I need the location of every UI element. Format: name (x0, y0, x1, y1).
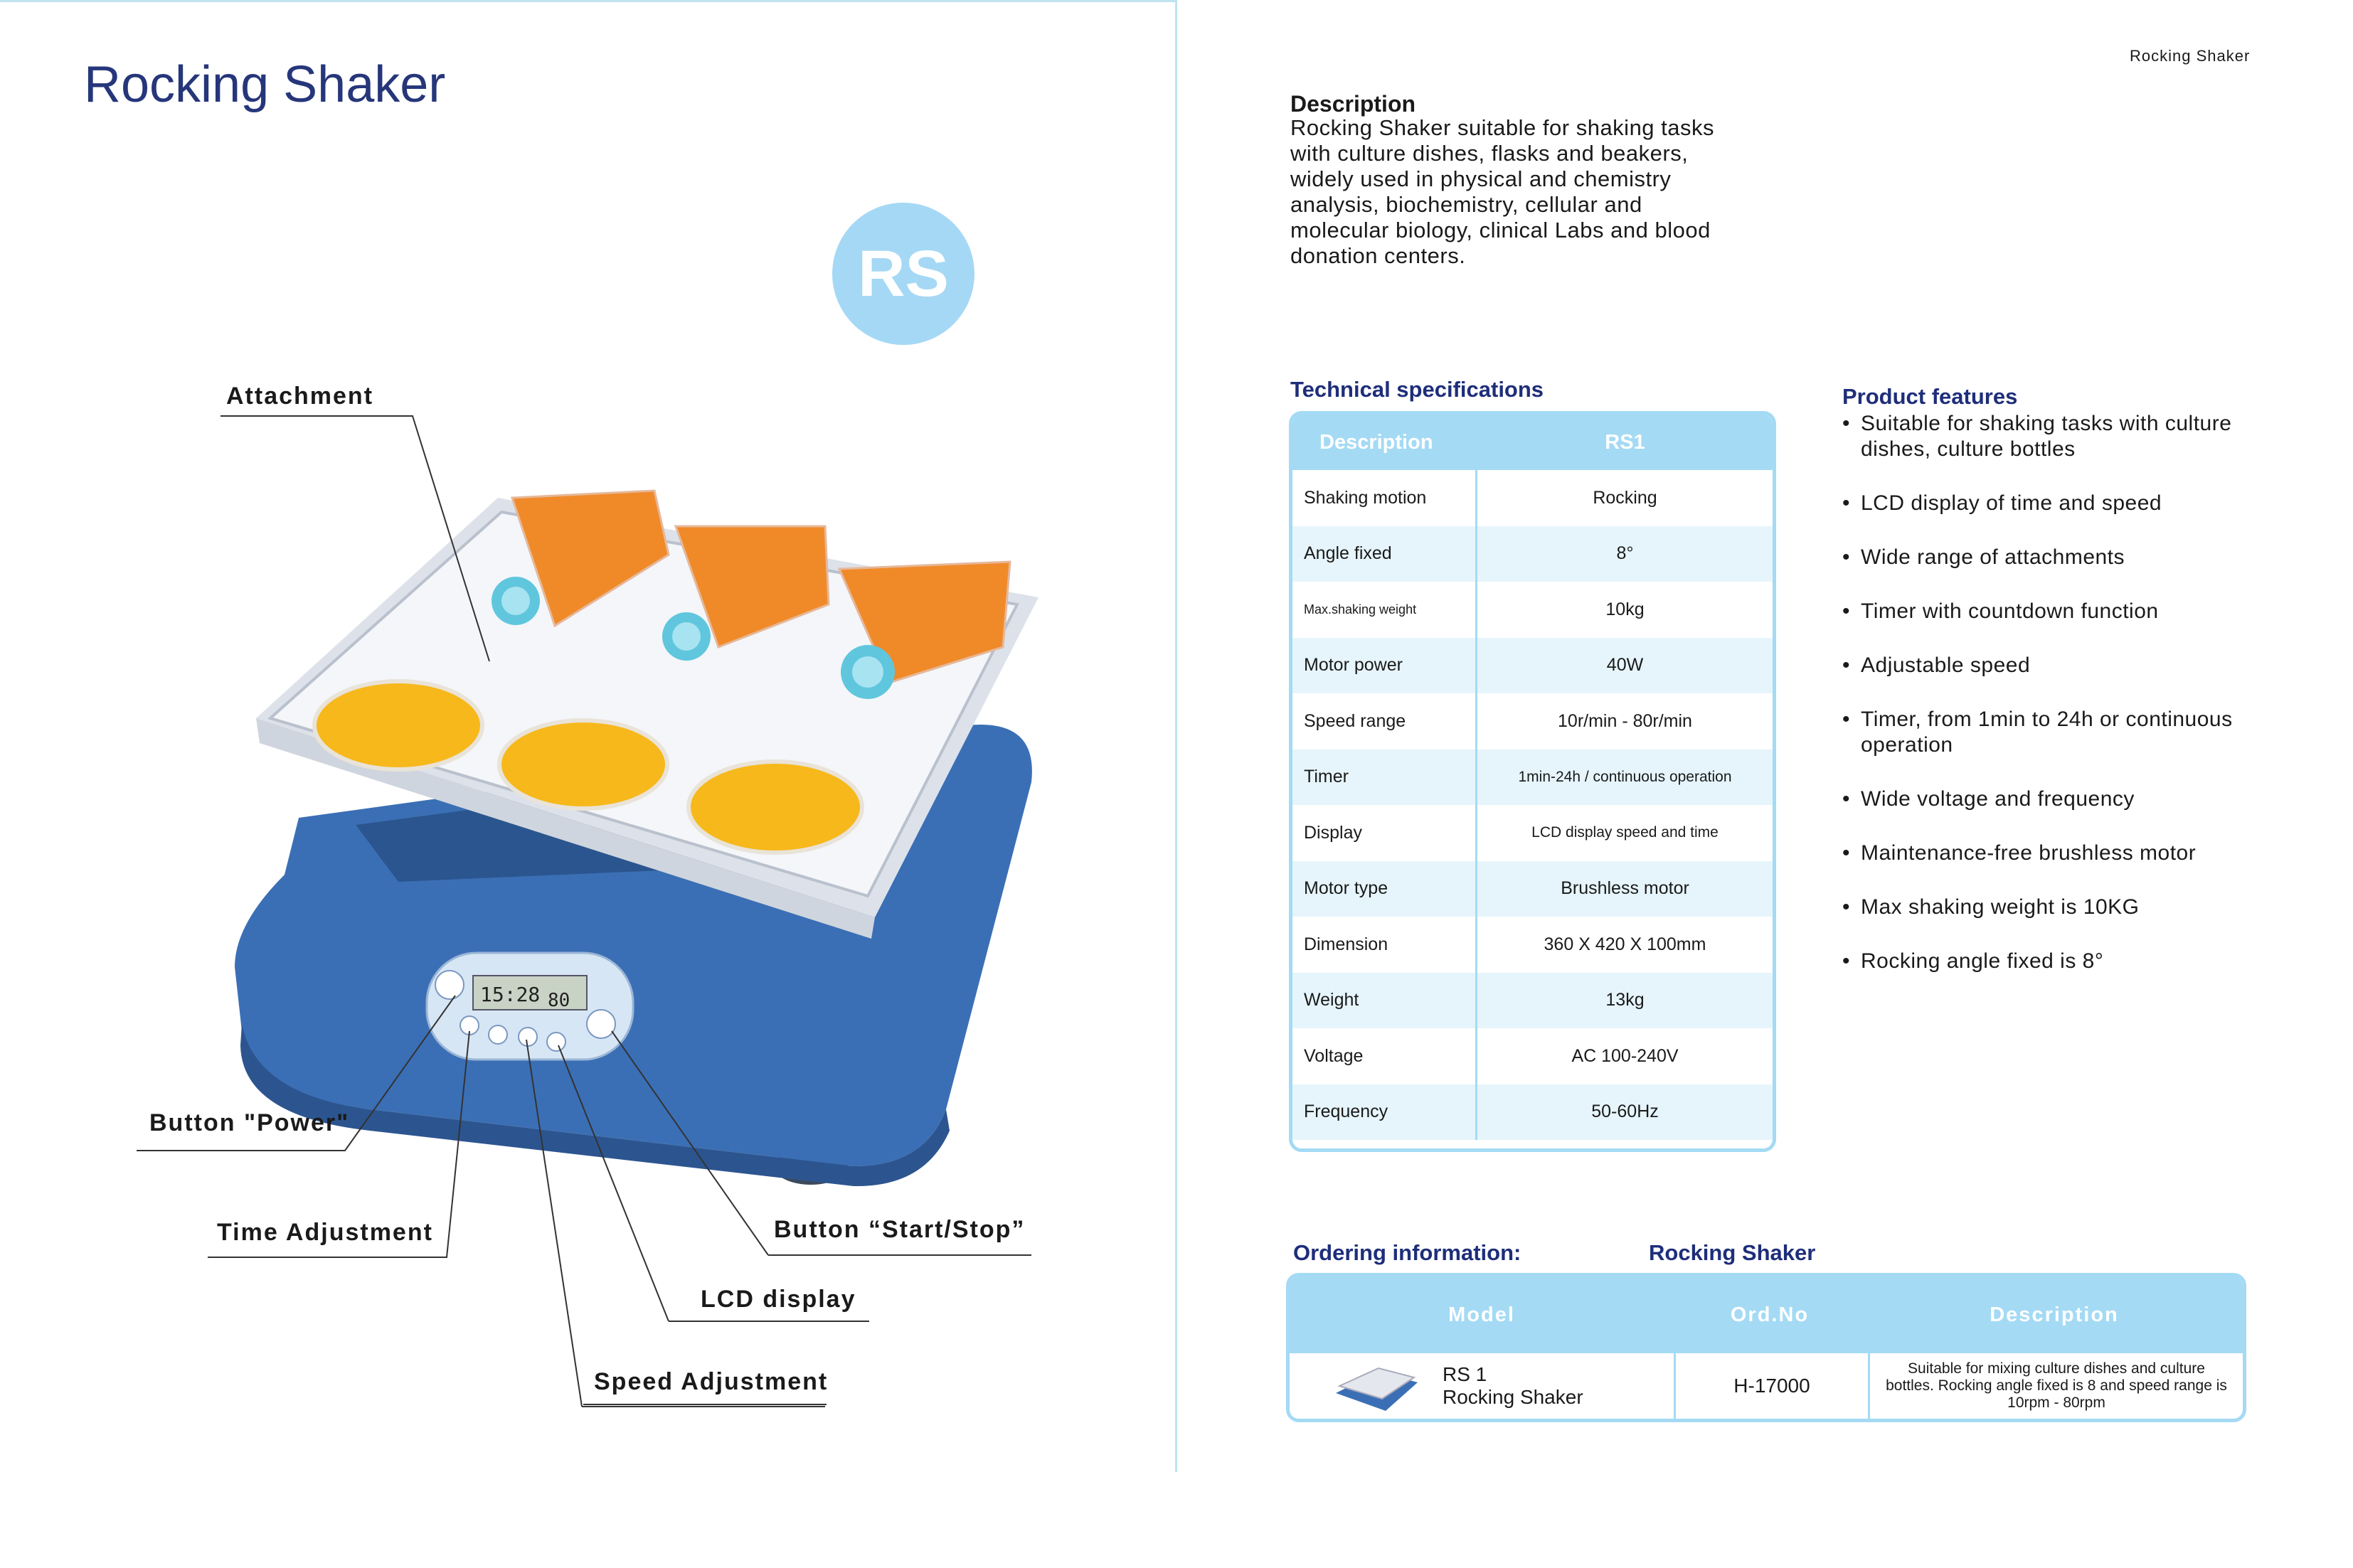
spec-heading: Technical specifications (1290, 377, 1544, 402)
order-col-model: Model (1448, 1303, 1515, 1326)
callout-leaders (137, 415, 1031, 1407)
spec-key: Display (1292, 805, 1477, 861)
list-item: Rocking angle fixed is 8° (1842, 949, 2305, 974)
order-model-name: Rocking Shaker (1443, 1386, 1583, 1408)
spec-key: Max.shaking weight (1292, 582, 1477, 638)
description-body: Rocking Shaker suitable for shaking task… (1290, 115, 1715, 268)
spec-value: Rocking (1593, 487, 1657, 508)
spec-value: 8° (1616, 543, 1634, 564)
features-heading: Product features (1842, 384, 2018, 409)
spec-key: Motor type (1292, 860, 1477, 917)
ordering-table: Model Ord.No Description RS 1 Rocking Sh… (1286, 1273, 2246, 1422)
table-row: Max.shaking weight 10kg (1292, 582, 1773, 638)
spec-key: Voltage (1292, 1028, 1477, 1084)
table-row: Voltage AC 100-240V (1292, 1028, 1773, 1084)
spec-key: Angle fixed (1292, 526, 1477, 582)
spec-value: 13kg (1605, 990, 1645, 1010)
table-row: Timer 1min-24h / continuous operation (1292, 749, 1773, 805)
callout-time: Time Adjustment (217, 1219, 433, 1246)
order-col-ord: Ord.No (1730, 1303, 1810, 1326)
table-row: Shaking motion Rocking (1292, 470, 1773, 526)
spec-value: 10r/min - 80r/min (1558, 710, 1692, 731)
page-border-left (0, 0, 1175, 2)
table-row: Weight 13kg (1292, 972, 1773, 1028)
list-item: Timer, from 1min to 24h or continuous op… (1842, 707, 2305, 758)
model-badge: RS (832, 203, 974, 345)
table-row: Speed range 10r/min - 80r/min (1292, 693, 1773, 750)
list-item: Wide range of attachments (1842, 545, 2305, 570)
order-col-desc: Description (1990, 1303, 2119, 1326)
lcd-time: 15:28 (480, 983, 540, 1006)
list-item: Timer with countdown function (1842, 599, 2305, 624)
callout-attachment: Attachment (226, 383, 374, 410)
spec-key: Shaking motion (1292, 470, 1477, 526)
petri-dishes (312, 679, 864, 855)
spec-key: Dimension (1292, 917, 1477, 973)
spec-key: Weight (1292, 972, 1477, 1028)
table-row: Motor power 40W (1292, 637, 1773, 693)
order-model-cell: RS 1 Rocking Shaker (1290, 1353, 1674, 1419)
list-item: Max shaking weight is 10KG (1842, 895, 2305, 920)
ordering-heading: Ordering information: (1293, 1240, 1521, 1265)
table-row: Frequency 50-60Hz (1292, 1084, 1773, 1140)
culture-flasks (492, 489, 1011, 699)
table-row: Display LCD display speed and time (1292, 805, 1773, 861)
list-item: LCD display of time and speed (1842, 491, 2305, 516)
lcd-speed: 80 (548, 990, 570, 1011)
spec-value: 50-60Hz (1591, 1102, 1659, 1122)
list-item: Wide voltage and frequency (1842, 786, 2305, 812)
order-description: Suitable for mixing culture dishes and c… (1868, 1353, 2243, 1419)
table-row: RS 1 Rocking Shaker H-17000 Suitable for… (1290, 1353, 2243, 1419)
callout-power: Button "Power" (149, 1109, 350, 1136)
spec-value: 10kg (1605, 599, 1645, 619)
spec-key: Timer (1292, 749, 1477, 805)
spec-value: 1min-24h / continuous operation (1518, 768, 1732, 785)
spec-value: 40W (1606, 655, 1644, 676)
list-item: Maintenance-free brushless motor (1842, 841, 2305, 866)
description-heading: Description (1290, 91, 1416, 117)
running-head: Rocking Shaker (2130, 47, 2251, 65)
spec-value: LCD display speed and time (1531, 824, 1719, 841)
spec-col-description: Description (1319, 430, 1433, 454)
order-number: H-17000 (1674, 1353, 1868, 1419)
table-row: Motor type Brushless motor (1292, 860, 1773, 917)
callout-speed: Speed Adjustment (594, 1368, 829, 1395)
spec-col-model: RS1 (1605, 430, 1645, 454)
features-list: Suitable for shaking tasks with culture … (1842, 411, 2305, 1003)
spec-key: Frequency (1292, 1084, 1477, 1140)
spec-value: Brushless motor (1561, 878, 1689, 899)
table-row: Dimension 360 X 420 X 100mm (1292, 917, 1773, 973)
list-item: Adjustable speed (1842, 653, 2305, 678)
product-illustration: 15:28 80 (137, 415, 1039, 1407)
callout-lcd: LCD display (701, 1286, 856, 1313)
order-model-code: RS 1 (1443, 1363, 1487, 1385)
spec-key: Speed range (1292, 693, 1477, 750)
product-thumbnail (1336, 1367, 1418, 1411)
order-model-text: RS 1 Rocking Shaker (1443, 1363, 1583, 1409)
ordering-product: Rocking Shaker (1649, 1240, 1816, 1265)
spec-value: AC 100-240V (1571, 1045, 1679, 1066)
page-title: Rocking Shaker (84, 56, 446, 113)
page-spine (1175, 0, 1177, 1472)
spec-key: Motor power (1292, 637, 1477, 693)
table-row: Angle fixed 8° (1292, 526, 1773, 582)
ordering-table-header: Model Ord.No Description (1290, 1276, 2243, 1353)
list-item: Suitable for shaking tasks with culture … (1842, 411, 2305, 462)
spec-value: 360 X 420 X 100mm (1544, 934, 1706, 954)
callout-start-stop: Button “Start/Stop” (774, 1216, 1026, 1243)
spec-table-header: Description RS1 (1292, 415, 1773, 470)
control-panel: 15:28 80 (425, 951, 634, 1061)
